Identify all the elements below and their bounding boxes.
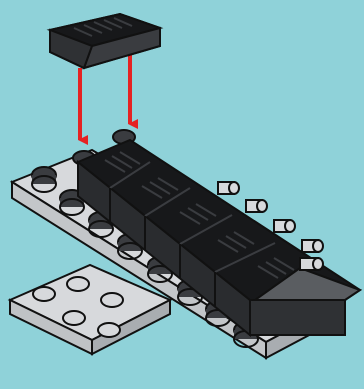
assembly-diagram <box>0 0 364 389</box>
diagram-canvas <box>0 0 364 389</box>
